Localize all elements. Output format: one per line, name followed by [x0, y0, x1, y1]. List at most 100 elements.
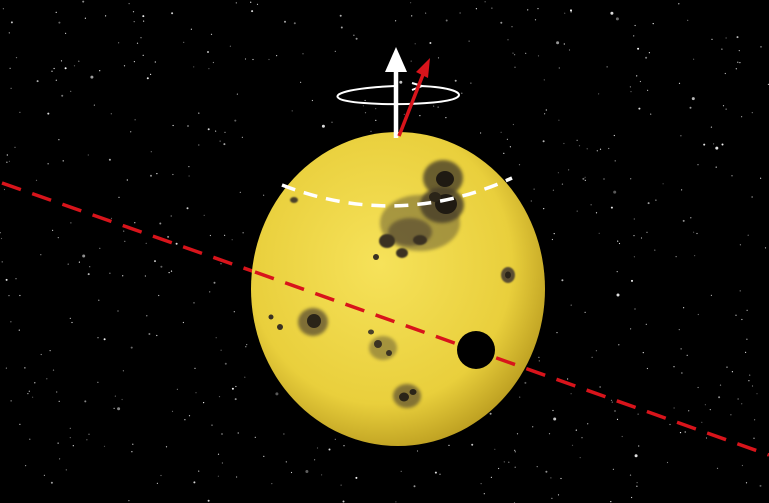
- star: [629, 86, 632, 88]
- star: [130, 346, 133, 349]
- star: [403, 113, 405, 115]
- star: [171, 12, 174, 15]
- star: [484, 1, 486, 3]
- star: [735, 68, 737, 70]
- star: [19, 111, 21, 113]
- star: [65, 32, 67, 35]
- star: [494, 448, 496, 450]
- star: [610, 206, 613, 209]
- star: [673, 366, 675, 368]
- star: [276, 55, 278, 57]
- star: [355, 476, 358, 479]
- star: [6, 161, 8, 163]
- star: [86, 439, 88, 441]
- star: [340, 26, 343, 29]
- star: [434, 471, 437, 474]
- star: [578, 145, 581, 147]
- star: [184, 419, 186, 421]
- star: [150, 174, 152, 177]
- star: [759, 484, 762, 487]
- star: [514, 54, 516, 56]
- star: [633, 256, 636, 258]
- star: [251, 10, 254, 13]
- star: [764, 247, 767, 249]
- star: [538, 360, 540, 362]
- star: [171, 410, 174, 412]
- star: [599, 148, 602, 150]
- star: [133, 61, 135, 63]
- star: [724, 72, 726, 75]
- star: [154, 260, 156, 263]
- star: [414, 43, 416, 45]
- star: [190, 28, 192, 30]
- star: [84, 17, 86, 19]
- star: [150, 151, 152, 153]
- star: [705, 437, 708, 439]
- star: [132, 11, 135, 13]
- star: [530, 200, 532, 202]
- star: [553, 417, 557, 421]
- star: [634, 454, 638, 458]
- sunspots: [268, 160, 515, 408]
- star: [461, 92, 463, 94]
- star: [130, 131, 132, 133]
- star: [207, 51, 209, 53]
- star: [229, 45, 231, 47]
- star: [170, 270, 173, 272]
- star: [221, 462, 223, 464]
- star: [362, 105, 364, 107]
- star: [302, 53, 304, 55]
- star: [8, 32, 10, 34]
- star: [544, 113, 546, 115]
- star: [90, 75, 94, 79]
- star: [599, 386, 601, 388]
- star: [678, 3, 680, 5]
- star: [235, 2, 237, 4]
- star: [483, 493, 485, 495]
- star: [614, 410, 616, 412]
- star: [721, 143, 724, 146]
- star: [209, 291, 211, 293]
- star: [290, 471, 293, 474]
- star: [275, 392, 279, 396]
- star: [221, 433, 223, 435]
- star: [244, 376, 246, 378]
- star: [556, 332, 558, 334]
- star: [525, 52, 527, 54]
- star: [639, 80, 642, 83]
- star: [209, 234, 211, 237]
- star: [697, 164, 699, 166]
- star: [638, 107, 641, 110]
- star: [399, 80, 403, 84]
- star: [591, 356, 593, 358]
- star: [616, 271, 618, 273]
- star: [560, 477, 562, 480]
- star: [70, 222, 72, 224]
- star: [99, 247, 101, 249]
- star: [342, 500, 345, 503]
- star: [160, 265, 163, 268]
- star: [285, 461, 287, 463]
- star: [15, 278, 17, 280]
- star: [172, 124, 174, 127]
- star: [124, 240, 126, 242]
- star: [89, 266, 91, 268]
- star: [140, 37, 142, 39]
- star: [150, 73, 152, 75]
- star: [681, 372, 683, 374]
- star: [721, 48, 723, 50]
- star: [410, 60, 412, 62]
- star: [339, 14, 342, 17]
- star: [454, 79, 457, 82]
- star: [195, 392, 197, 394]
- star: [55, 79, 57, 81]
- star: [633, 35, 635, 37]
- star: [638, 445, 640, 447]
- star: [618, 344, 620, 346]
- star: [508, 461, 510, 463]
- star: [97, 337, 99, 339]
- star: [710, 126, 713, 128]
- star: [123, 230, 125, 232]
- star: [256, 3, 259, 5]
- star: [445, 117, 447, 119]
